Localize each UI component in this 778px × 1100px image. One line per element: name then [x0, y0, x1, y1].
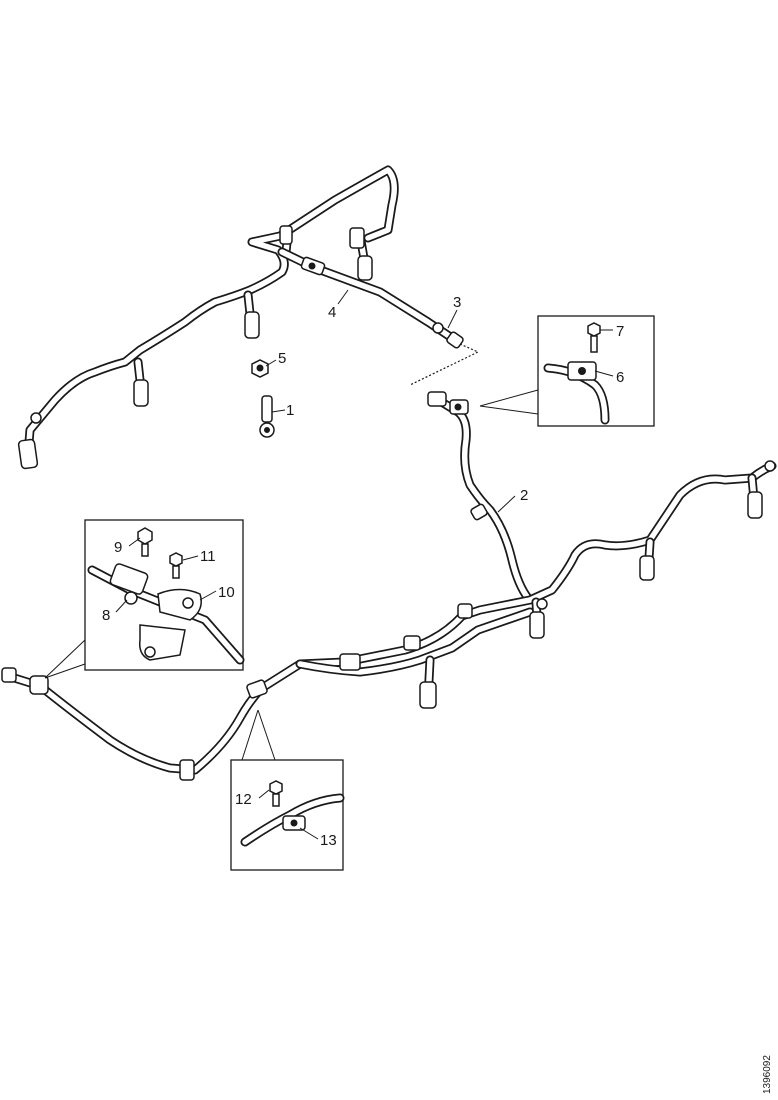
callout-4: 4: [328, 304, 336, 321]
callout-1: 1: [286, 402, 294, 419]
callout-7: 7: [616, 323, 624, 340]
detail-box-8-11: [44, 519, 245, 679]
detail-box-12-13: [230, 709, 345, 871]
detail-box-6-7: [479, 315, 655, 427]
callout-11: 11: [200, 548, 216, 565]
lower-harness: [1, 391, 777, 781]
reference-code: 1396092: [762, 1055, 773, 1094]
callout-3: 3: [453, 294, 461, 311]
callout-leaders: [115, 289, 614, 840]
loose-parts-5-1: [251, 359, 275, 438]
callout-6: 6: [616, 369, 624, 386]
callout-2: 2: [520, 487, 528, 504]
callout-labels: 1 2 3 4 5 6 7 8 9 10 11 12 13: [102, 294, 624, 849]
callout-13: 13: [320, 832, 337, 849]
callout-10: 10: [218, 584, 235, 601]
upper-harness: [17, 165, 464, 470]
callout-5: 5: [278, 350, 286, 367]
callout-8: 8: [102, 607, 110, 624]
callout-12: 12: [235, 791, 252, 808]
dashed-connection: [409, 343, 480, 386]
callout-9: 9: [114, 539, 122, 556]
